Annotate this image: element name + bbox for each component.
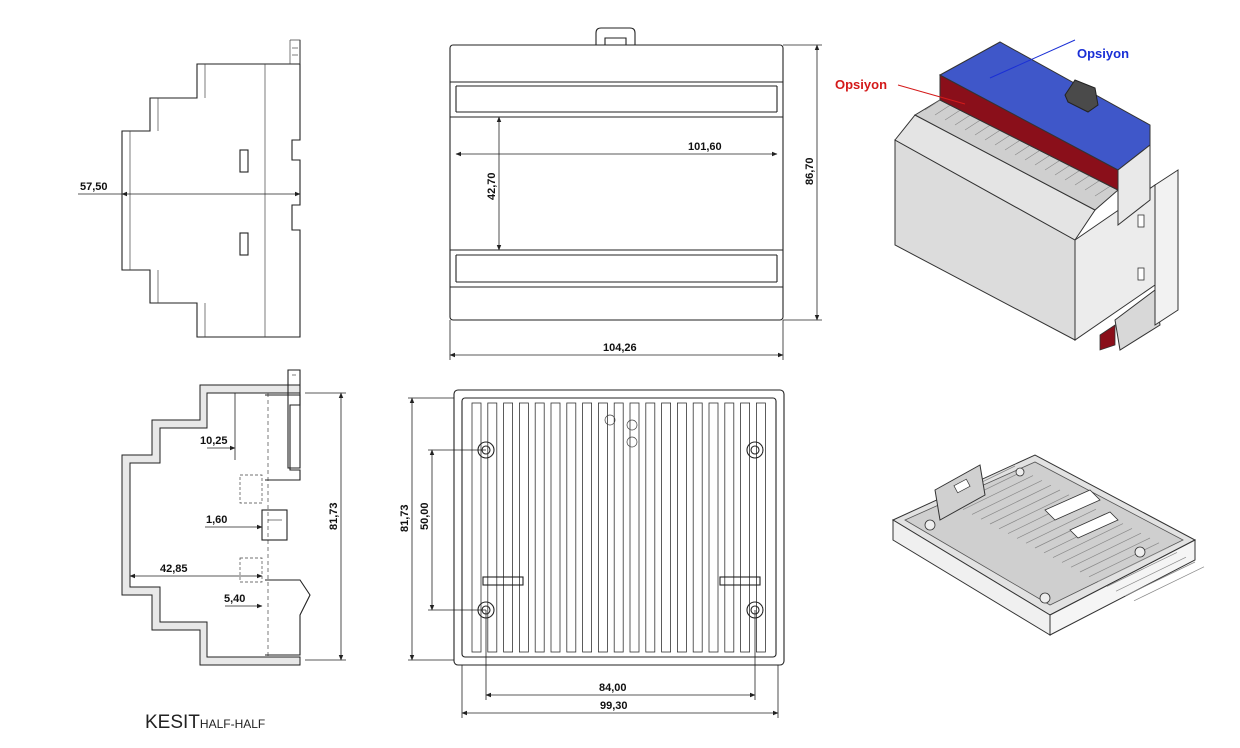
base-rib	[566, 402, 577, 653]
section-wall-label: 1,60	[206, 514, 227, 526]
isometric-view-base	[891, 454, 1205, 636]
base-rib	[613, 402, 624, 653]
iso-base-rib	[989, 489, 1061, 525]
base-rib	[487, 402, 498, 653]
front-view-latch	[595, 27, 636, 45]
base-rib	[519, 402, 529, 653]
front-inner-height-label: 42,70	[486, 172, 498, 200]
option-top-leader	[989, 39, 1076, 79]
base-rib	[471, 402, 482, 653]
front-inner-width-label: 101,60	[688, 141, 722, 153]
iso-base-rib	[980, 484, 1052, 520]
iso-base-rail-plate	[934, 464, 986, 521]
option-top-label: Opsiyon	[1077, 46, 1129, 61]
iso-base-rib	[962, 475, 1034, 510]
section-offset-c-label: 5,40	[224, 593, 245, 605]
base-rib	[677, 402, 687, 653]
section-wall	[121, 384, 301, 666]
section-clip	[261, 509, 288, 541]
side-view-profile	[121, 40, 301, 338]
iso-base-rib	[1052, 523, 1124, 558]
side-depth-dim-label: 57,50	[80, 181, 108, 193]
isometric-view-closed: Opsiyon Opsiyon	[835, 39, 1179, 351]
section-offset-a-label: 10,25	[200, 435, 228, 447]
base-rib	[629, 402, 640, 653]
base-height-label: 81,73	[399, 504, 411, 532]
side-view-latch	[289, 39, 301, 64]
iso-base-rib	[1088, 542, 1160, 578]
base-width-label: 99,30	[600, 700, 628, 712]
base-rib	[550, 402, 561, 653]
iso-base-rib	[1133, 566, 1205, 602]
base-rib	[598, 402, 608, 653]
side-view-slot-upper	[239, 149, 249, 173]
base-rib	[756, 402, 766, 653]
base-rib	[661, 402, 671, 653]
base-ribs	[471, 402, 766, 653]
section-latch	[287, 369, 301, 469]
base-rail-clip-left	[482, 576, 524, 586]
side-view: 57,50	[78, 39, 301, 338]
base-rib	[740, 402, 750, 653]
option-side-label: Opsiyon	[835, 77, 887, 92]
base-rib	[724, 402, 735, 653]
iso-base-rib	[1106, 552, 1178, 587]
section-view: 10,25 1,60 42,85 5,40 81,73 KESITHALF-HA…	[121, 369, 346, 733]
base-rail-clip-right	[719, 576, 761, 586]
section-title: KESITHALF-HALF	[145, 712, 265, 733]
base-mount-holes	[477, 414, 764, 619]
base-outline	[453, 389, 785, 666]
base-rib	[645, 402, 656, 653]
iso-base-rib	[1115, 556, 1187, 592]
front-view: 101,60 42,70 86,70 104,26	[449, 27, 822, 360]
section-height-label: 81,73	[328, 502, 340, 530]
front-height-label: 86,70	[804, 157, 816, 185]
base-rib	[503, 402, 514, 653]
base-view: 81,73 50,00 84,00 99,30	[399, 389, 785, 718]
iso-base-rib	[1097, 547, 1169, 582]
iso-base-rib	[1124, 561, 1196, 597]
front-width-label: 104,26	[603, 342, 637, 354]
side-view-slot-lower	[239, 232, 249, 256]
iso-latch	[1064, 79, 1099, 113]
option-side-leader	[897, 84, 966, 105]
base-hole-v-label: 50,00	[419, 502, 431, 530]
base-rib	[708, 402, 719, 653]
iso-base-rib	[971, 480, 1043, 515]
iso-base-rib	[1079, 537, 1151, 573]
iso-base-rib	[1070, 532, 1142, 568]
iso-base-rib	[998, 494, 1070, 530]
iso-base-rib	[1061, 528, 1133, 563]
base-rib	[582, 402, 592, 653]
front-view-outline	[449, 44, 784, 321]
iso-option-top-panel	[938, 41, 1151, 171]
base-rib	[534, 402, 545, 653]
base-rib	[692, 402, 703, 653]
iso-base-rib	[1025, 508, 1097, 544]
section-offset-b-label: 42,85	[160, 563, 188, 575]
base-hole-h-label: 84,00	[599, 682, 627, 694]
